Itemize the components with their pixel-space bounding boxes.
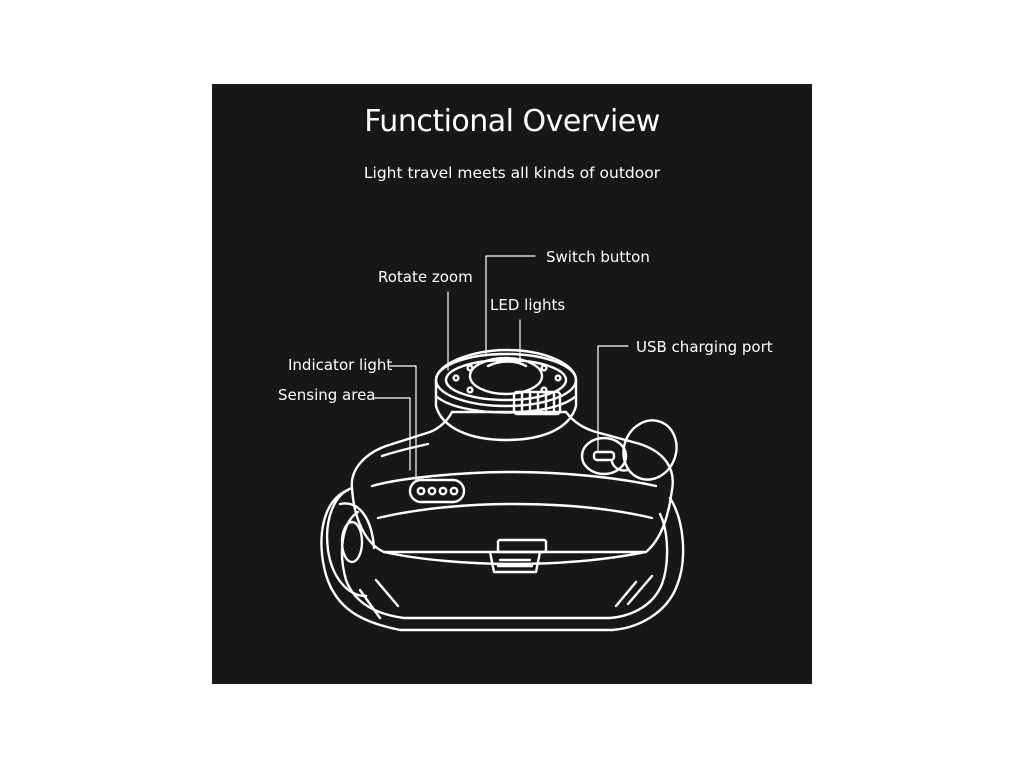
callout-led-lights: LED lights <box>490 296 566 314</box>
callout-rotate-zoom: Rotate zoom <box>378 268 473 286</box>
callout-usb-charging-port: USB charging port <box>636 338 773 356</box>
left-hinge <box>325 486 376 598</box>
callout-indicator-light: Indicator light <box>288 356 393 374</box>
headband-strap <box>320 488 685 632</box>
usb-cap <box>610 419 678 481</box>
lamp-body <box>350 410 674 566</box>
callout-sensing-area: Sensing area <box>278 386 376 404</box>
diagram-subtitle: Light travel meets all kinds of outdoor <box>363 164 661 182</box>
usb-port <box>580 436 628 476</box>
diagram-panel <box>212 84 812 684</box>
front-clip <box>488 538 548 574</box>
callout-switch-button: Switch button <box>546 248 650 266</box>
zoom-dial <box>512 390 562 416</box>
diagram-title: Functional Overview <box>364 104 660 139</box>
callout-leaders <box>373 255 629 483</box>
indicator-panel <box>408 478 466 504</box>
lamp-head <box>434 348 578 442</box>
